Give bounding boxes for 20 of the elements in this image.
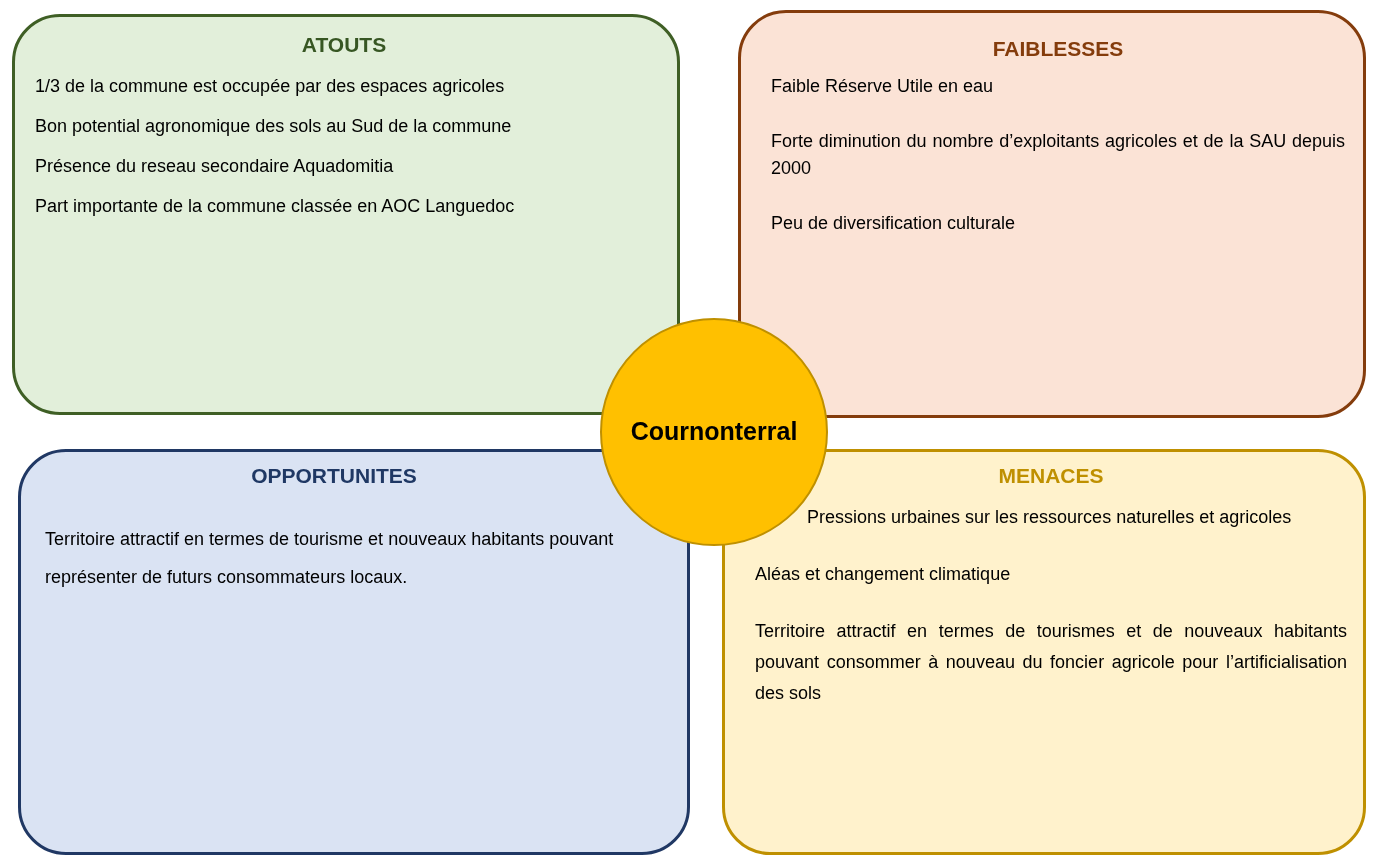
swot-panel <box>18 449 690 855</box>
circle-label: Cournonterral <box>630 416 798 448</box>
panel-text: Territoire attractif en termes de tourismes et de nouveaux habitants pouvant consommer à nouveau du foncier agricole pour l’artificialisation des sols <box>755 619 1347 705</box>
panel-text: Bon potential agronomique des sols au Sud de la commune <box>35 114 513 138</box>
panel-text: Aléas et changement climatique <box>755 562 1012 586</box>
panel-heading: OPPORTUNITES <box>251 464 417 487</box>
panel-text: Territoire attractif en termes de tourisme et nouveaux habitants pouvant représenter de futurs consommateurs locaux. <box>45 527 615 589</box>
panel-heading: MENACES <box>998 464 1104 487</box>
swot-panel <box>738 10 1366 418</box>
panel-heading: ATOUTS <box>301 33 387 56</box>
panel-text: Pressions urbaines sur les ressources naturelles et agricoles <box>806 505 1293 529</box>
swot-panel <box>722 449 1366 855</box>
panel-text: Forte diminution du nombre d’exploitants agricoles et de la SAU depuis 2000 <box>771 129 1345 180</box>
panel-text: Présence du reseau secondaire Aquadomitia <box>35 154 395 178</box>
panel-text: 1/3 de la commune est occupée par des espaces agricoles <box>35 74 506 98</box>
panel-heading: FAIBLESSES <box>992 37 1124 60</box>
panel-text: Faible Réserve Utile en eau <box>771 74 995 98</box>
swot-panel <box>12 14 680 415</box>
panel-text: Part importante de la commune classée en AOC Languedoc <box>35 194 516 218</box>
panel-text: Peu de diversification culturale <box>771 211 1017 235</box>
